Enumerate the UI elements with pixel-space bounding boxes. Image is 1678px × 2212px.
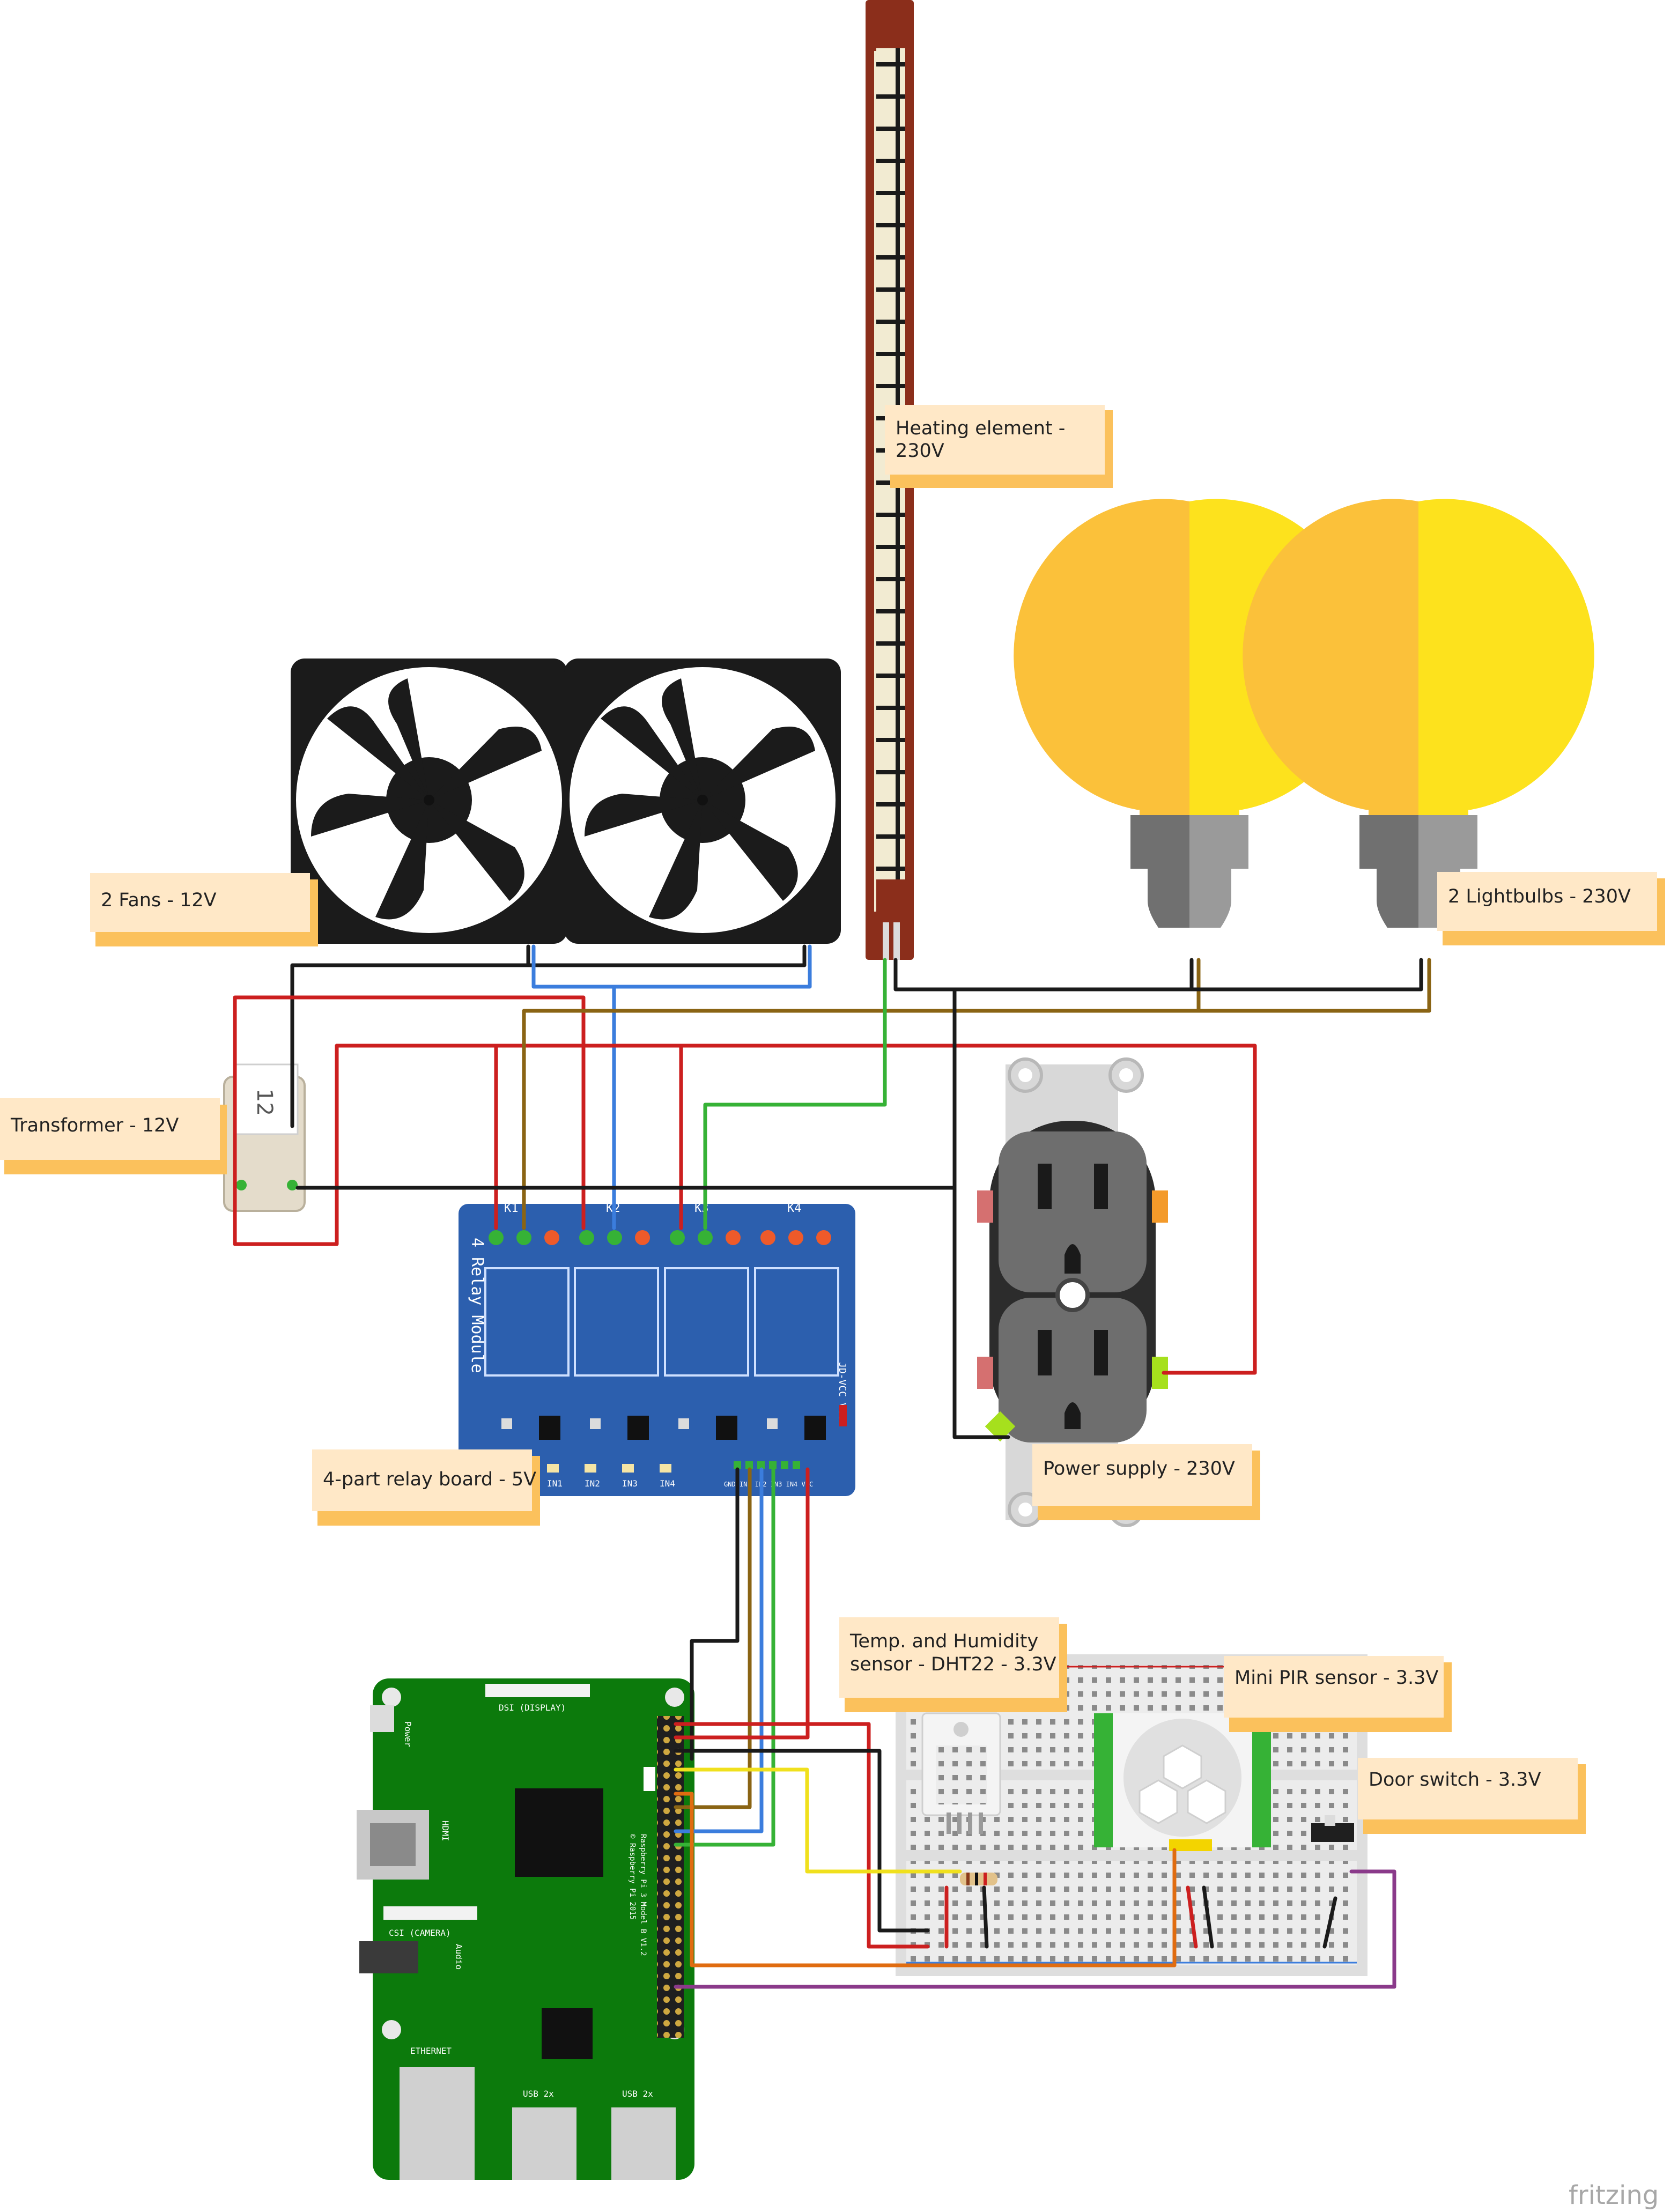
relay-input-in1: IN1 [547,1478,563,1489]
pi-ethernet-label: ETHERNET [410,2046,452,2056]
pir-sensor [1094,1713,1271,1851]
relay-header-pins [734,1461,800,1469]
relay-terminals [489,1230,831,1245]
note-transformer: Transformer - 12V [0,1098,227,1174]
note-heating-element: Heating element - 230V [885,405,1113,488]
dht22-sensor [921,1712,1001,1834]
pi-gpio-label: GPIO [645,1770,650,1782]
note-fans: 2 Fans - 12V [90,873,318,946]
relay-board: K1 K2 K3 K4 4 Relay Module JD-VCC VCC IN… [459,1202,855,1496]
note-heating-line1: Heating element - [896,418,1065,439]
pi-audio-label: Audio [454,1944,464,1970]
relay-input-leds [547,1464,671,1473]
relay-board-title: 4 Relay Module [468,1238,486,1373]
note-relay: 4-part relay board - 5V [312,1449,540,1526]
relay-channel-k1: K1 [504,1202,519,1215]
relay-input-in2: IN2 [585,1478,600,1489]
note-door-switch: Door switch - 3.3V [1358,1758,1586,1834]
raspberry-pi: DSI (DISPLAY) Power HDMI CSI (CAMERA) Au… [357,1678,694,2180]
svg-text:12: 12 [252,1089,277,1116]
note-fans-text: 2 Fans - 12V [101,890,217,911]
fan-right [564,659,841,944]
transformer: 12 [223,1063,306,1212]
wires [233,944,1431,1989]
pi-model-line1: Raspberry Pi 3 Model B V1.2 [639,1834,647,1956]
fan-left [291,659,567,944]
note-dht-line2: sensor - DHT22 - 3.3V [850,1654,1056,1675]
pi-dsi-label: DSI (DISPLAY) [499,1703,566,1713]
pi-usb-label-1: USB 2x [523,2089,554,2099]
note-heating-line2: 230V [896,440,944,462]
relay-input-in3: IN3 [622,1478,638,1489]
pi-csi-label: CSI (CAMERA) [389,1928,451,1938]
note-lightbulbs: 2 Lightbulbs - 230V [1437,872,1665,945]
pi-model-line2: © Raspberry Pi 2015 [628,1834,637,1920]
relay-pin-header: GND IN1 IN2 IN3 IN4 VCC [724,1481,813,1488]
lightbulb-right [1243,499,1594,928]
fritzing-watermark: fritzing [1569,2180,1659,2210]
note-door-text: Door switch - 3.3V [1369,1769,1541,1791]
note-relay-text: 4-part relay board - 5V [323,1469,536,1490]
relay-optocouplers [501,1405,847,1440]
note-power-text: Power supply - 230V [1043,1458,1235,1479]
resistor [960,1873,997,1885]
note-power: Power supply - 230V [1032,1444,1260,1520]
pi-hdmi-label: HDMI [440,1821,450,1841]
pi-power-label: Power [403,1721,413,1748]
relay-input-in4: IN4 [660,1478,675,1489]
note-pir-text: Mini PIR sensor - 3.3V [1235,1667,1438,1689]
door-switch [1311,1815,1354,1842]
pi-usb-label-2: USB 2x [622,2089,653,2099]
power-outlet [977,1057,1168,1527]
note-pir: Mini PIR sensor - 3.3V [1224,1656,1452,1732]
note-dht-line1: Temp. and Humidity [849,1631,1038,1652]
relay-channel-k4: K4 [787,1202,802,1215]
note-transformer-text: Transformer - 12V [10,1115,179,1136]
note-dht22: Temp. and Humidity sensor - DHT22 - 3.3V [839,1617,1067,1712]
note-lightbulbs-text: 2 Lightbulbs - 230V [1448,886,1631,907]
